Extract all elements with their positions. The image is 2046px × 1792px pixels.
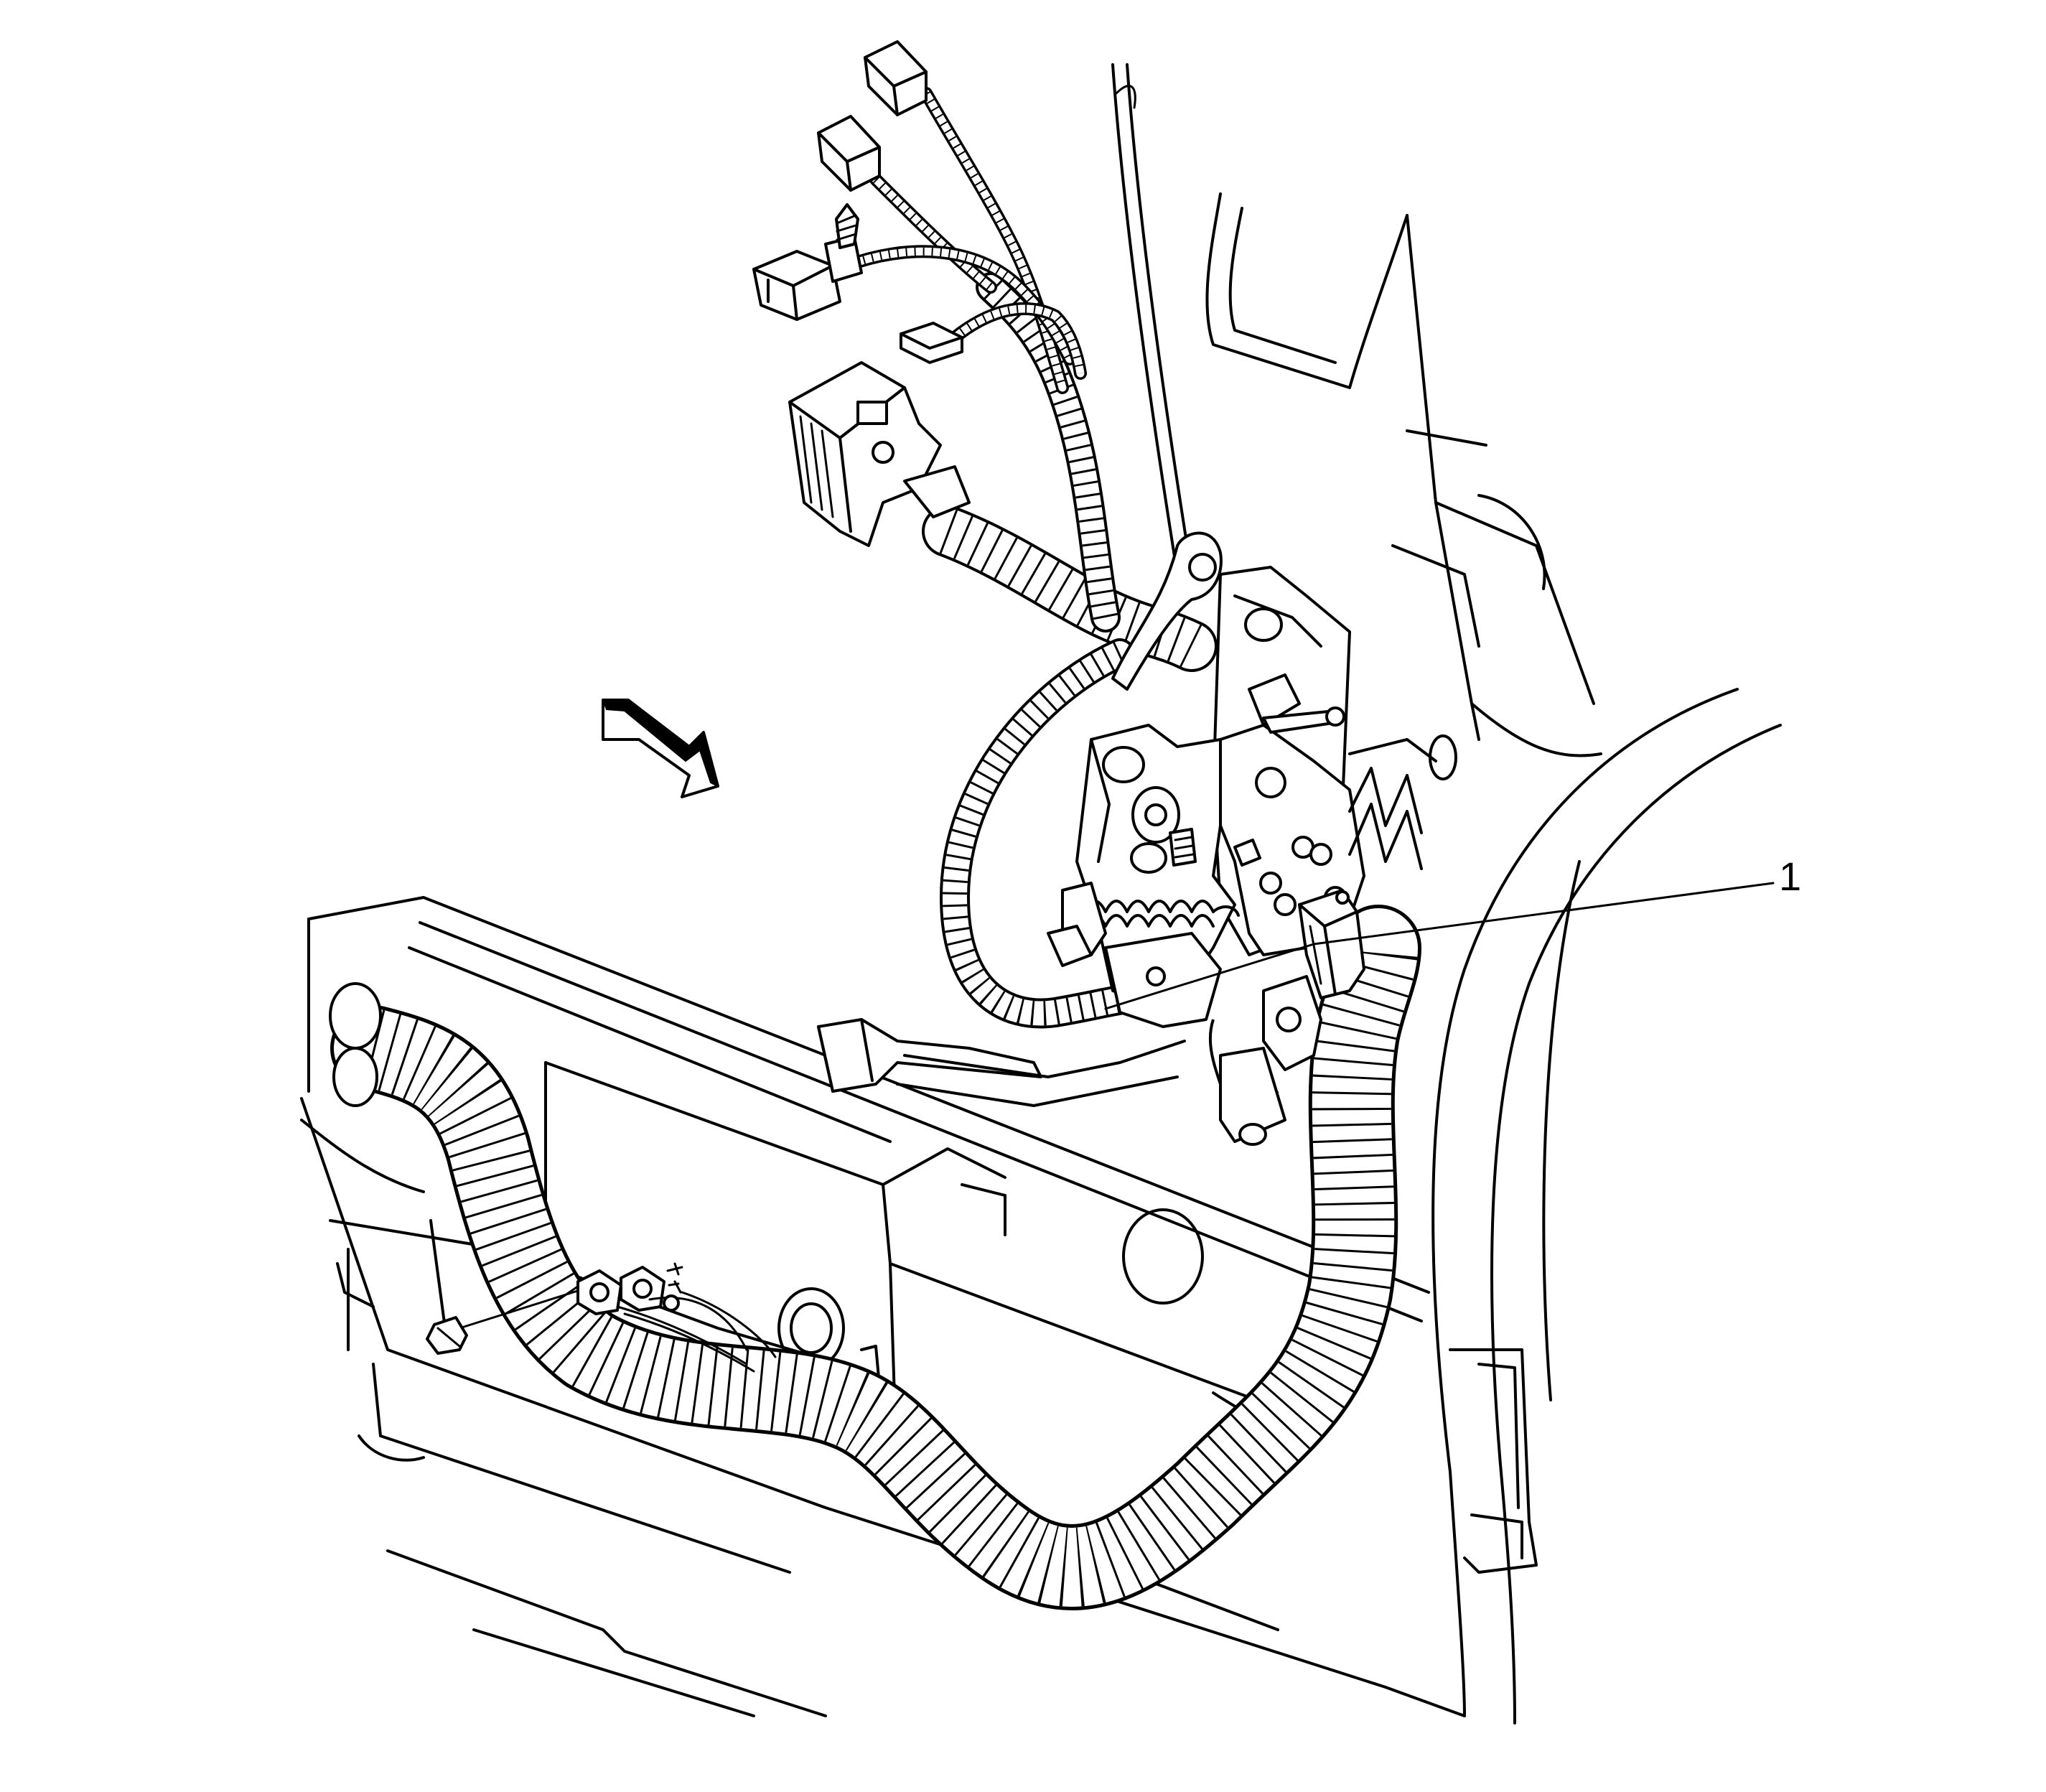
- view-direction-arrow: [602, 699, 719, 798]
- main-wiring-harness: [329, 905, 1421, 1610]
- latch-assembly: [817, 531, 1457, 1146]
- connector-wires: [841, 63, 1193, 576]
- top-connectors: [752, 40, 971, 547]
- callout-1: 1: [1104, 854, 1801, 1010]
- callout-1-leader-line: [1104, 882, 1775, 1010]
- ground-fastener-assembly: [426, 1262, 777, 1373]
- latch-electrical-connector: [1298, 889, 1365, 999]
- callout-1-label: 1: [1779, 854, 1801, 899]
- vehicle-body-structure: [300, 192, 1782, 1725]
